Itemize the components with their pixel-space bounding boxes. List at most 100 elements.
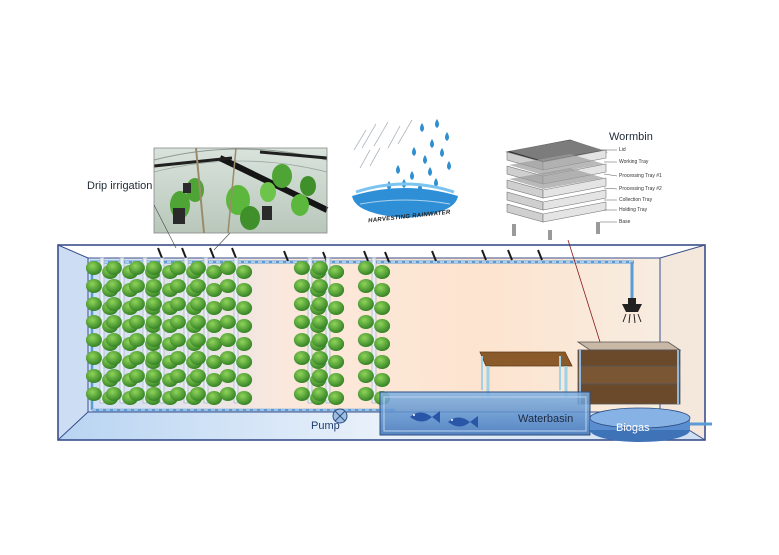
lettuce-leaf	[357, 261, 374, 275]
lettuce-leaf	[311, 369, 328, 383]
lettuce-leaf	[311, 315, 328, 329]
lettuce-leaf	[374, 355, 391, 369]
lettuce-leaf	[236, 355, 253, 369]
lettuce-leaf	[293, 297, 310, 311]
lettuce-leaf	[374, 373, 391, 387]
lettuce-leaf	[189, 279, 206, 293]
lettuce-leaf	[169, 297, 186, 311]
lettuce-leaf	[219, 351, 236, 365]
lettuce-leaf	[189, 369, 206, 383]
lettuce-leaf	[105, 279, 122, 293]
lettuce-leaf	[105, 297, 122, 311]
plant-tower	[219, 257, 253, 405]
lettuce-leaf	[128, 315, 145, 329]
rain-drop	[440, 148, 444, 157]
lettuce-leaf	[328, 283, 345, 297]
lettuce-leaf	[219, 315, 236, 329]
pump-icon	[332, 408, 348, 424]
lettuce-leaf	[328, 319, 345, 333]
lettuce-leaf	[169, 333, 186, 347]
drip-irrigation-photo	[153, 147, 329, 234]
lettuce-leaf	[206, 265, 223, 279]
lettuce-leaf	[145, 261, 162, 275]
lettuce-leaf	[357, 351, 374, 365]
wormbin-tray-side	[542, 189, 607, 211]
lettuce-leaf	[293, 315, 310, 329]
lettuce-leaf	[236, 265, 253, 279]
compost-trays	[576, 341, 682, 405]
waterbasin-label: Waterbasin	[518, 413, 574, 425]
lettuce-leaf	[219, 387, 236, 401]
lettuce-leaf	[105, 351, 122, 365]
lettuce-leaf	[357, 333, 374, 347]
lettuce-leaf	[328, 337, 345, 351]
wormbin-label: Wormbin	[609, 131, 653, 143]
rain-drop	[396, 165, 400, 174]
lettuce-leaf	[189, 297, 206, 311]
lettuce-leaf	[328, 355, 345, 369]
wormbin-leader-line	[567, 239, 601, 343]
lettuce-leaf	[328, 373, 345, 387]
lettuce-leaf	[169, 279, 186, 293]
lettuce-leaf	[311, 387, 328, 401]
lettuce-leaf	[374, 265, 391, 279]
rain-drop	[447, 161, 451, 170]
rain-drop	[435, 119, 439, 128]
lettuce-leaf	[236, 301, 253, 315]
lettuce-leaf	[206, 319, 223, 333]
tray-label-processing-2: Processing Tray #2	[619, 186, 662, 192]
lettuce-leaf	[206, 355, 223, 369]
wormbin-compost	[509, 168, 604, 189]
lettuce-leaf	[145, 387, 162, 401]
lettuce-leaf	[105, 387, 122, 401]
lettuce-leaf	[311, 279, 328, 293]
lettuce-leaf	[219, 297, 236, 311]
lettuce-leaf	[236, 391, 253, 405]
lettuce-leaf	[357, 369, 374, 383]
lettuce-leaf	[357, 315, 374, 329]
lettuce-leaf	[105, 315, 122, 329]
wormbin-compost	[509, 140, 604, 161]
lettuce-leaf	[145, 279, 162, 293]
lettuce-leaf	[293, 387, 310, 401]
lettuce-leaf	[357, 297, 374, 311]
lettuce-leaf	[374, 319, 391, 333]
lettuce-leaf	[293, 369, 310, 383]
lettuce-leaf	[128, 369, 145, 383]
rainwater-icon	[352, 119, 458, 218]
tray-label-holding: Holding Tray	[619, 207, 648, 213]
lettuce-leaf	[374, 301, 391, 315]
lettuce-leaf	[311, 297, 328, 311]
rain-drop	[412, 147, 416, 156]
lettuce-leaf	[105, 369, 122, 383]
lettuce-leaf	[206, 337, 223, 351]
lettuce-leaf	[85, 261, 102, 275]
lettuce-leaf	[206, 373, 223, 387]
shower-head-icon	[622, 298, 642, 324]
lettuce-leaf	[357, 387, 374, 401]
lettuce-leaf	[236, 337, 253, 351]
lettuce-leaf	[206, 391, 223, 405]
lettuce-leaf	[145, 369, 162, 383]
lettuce-leaf	[206, 301, 223, 315]
lettuce-leaf	[374, 337, 391, 351]
lettuce-leaf	[219, 279, 236, 293]
lettuce-leaf	[105, 333, 122, 347]
lettuce-leaf	[169, 315, 186, 329]
fish-icon	[448, 416, 478, 428]
plant-tower	[189, 257, 223, 405]
lettuce-leaf	[169, 369, 186, 383]
lettuce-leaf	[145, 297, 162, 311]
lettuce-leaf	[219, 369, 236, 383]
lettuce-leaf	[293, 279, 310, 293]
lettuce-leaf	[105, 261, 122, 275]
drip-irrigation-label: Drip irrigation	[87, 180, 153, 192]
lettuce-leaf	[236, 283, 253, 297]
lettuce-leaf	[293, 261, 310, 275]
lettuce-leaf	[145, 351, 162, 365]
lettuce-leaf	[328, 301, 345, 315]
lettuce-leaf	[128, 387, 145, 401]
lettuce-leaf	[128, 333, 145, 347]
